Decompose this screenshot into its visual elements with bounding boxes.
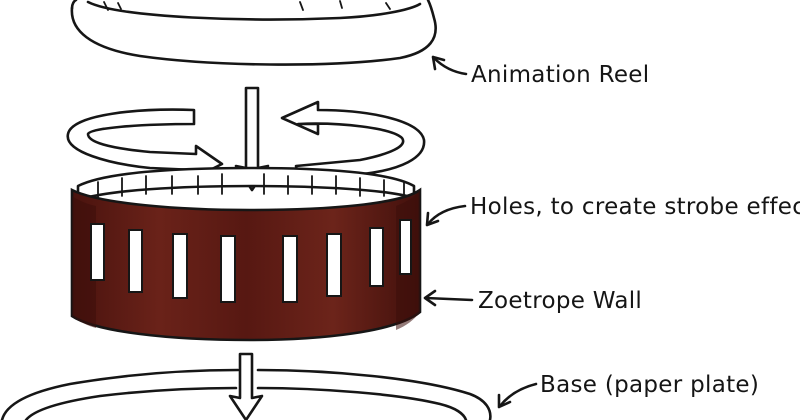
strobe-slot (369, 227, 384, 287)
label-holes: Holes, to create strobe effect (470, 194, 800, 220)
arrow-down-icon (228, 352, 264, 420)
label-base: Base (paper plate) (540, 372, 759, 398)
animation-reel (70, 0, 437, 66)
strobe-slot (326, 233, 342, 297)
pointer-arrow-wall (423, 289, 474, 307)
strobe-slot (128, 229, 143, 293)
zoetrope-wall (70, 166, 422, 342)
strobe-slot (399, 219, 412, 275)
rotation-arrow-icon (280, 100, 426, 180)
pointer-arrow-reel (431, 55, 468, 76)
label-animation-reel: Animation Reel (471, 62, 649, 88)
pointer-arrow-holes (425, 204, 467, 227)
strobe-slot (90, 223, 105, 281)
strobe-slot (220, 235, 236, 303)
strobe-slot (172, 233, 188, 299)
label-zoetrope-wall: Zoetrope Wall (478, 288, 642, 314)
base-paper-plate (0, 368, 492, 420)
strobe-slot (282, 235, 298, 303)
pointer-arrow-base (497, 382, 538, 409)
